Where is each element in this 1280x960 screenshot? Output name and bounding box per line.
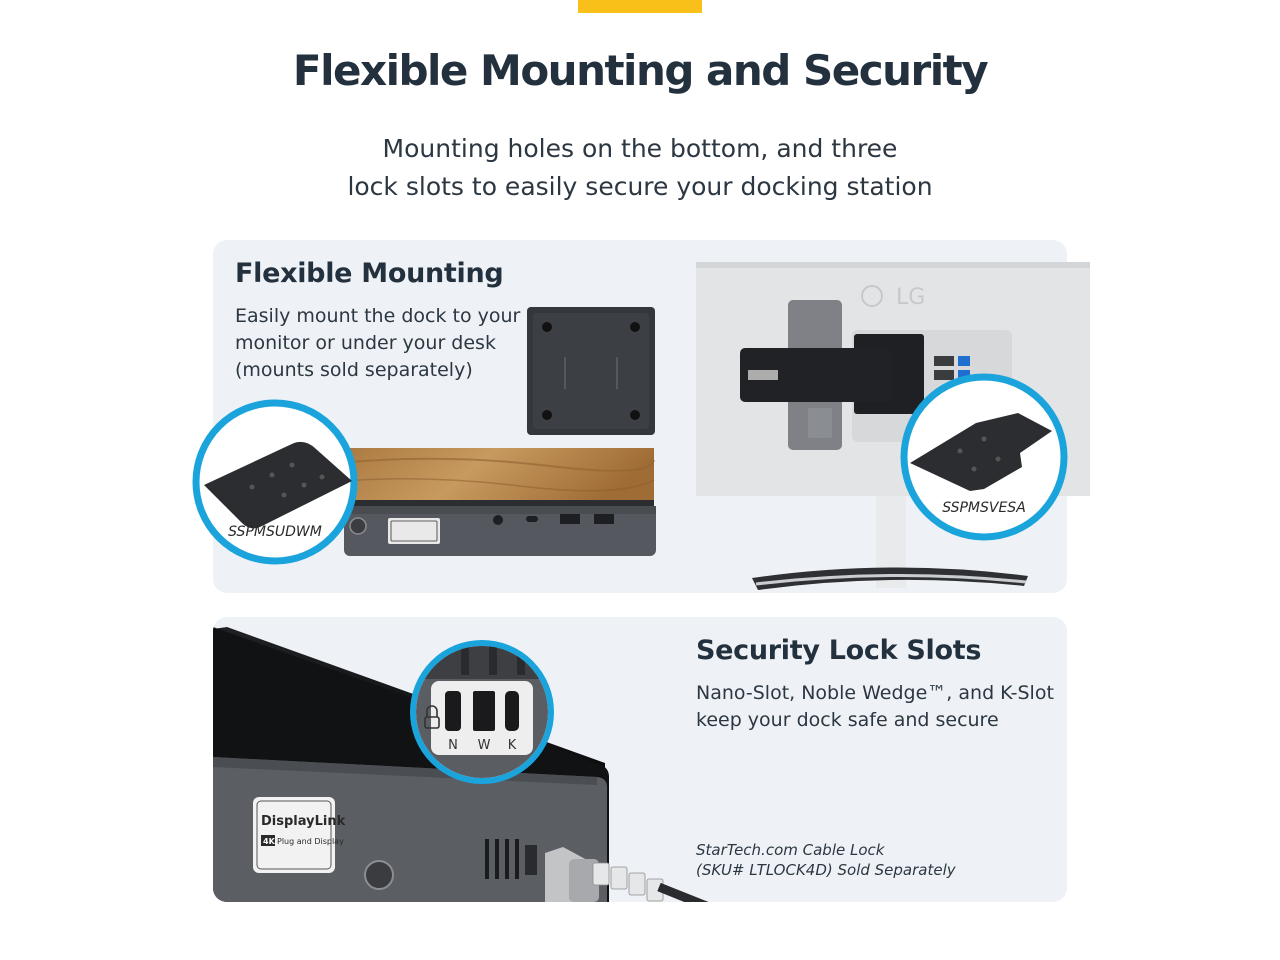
caption-line-2: (SKU# LTLOCK4D) Sold Separately xyxy=(696,861,956,879)
security-lock-description: Nano-Slot, Noble Wedge™, and K-Slot keep… xyxy=(696,680,1054,734)
subtitle-line-2: lock slots to easily secure your docking… xyxy=(347,172,933,201)
dock-bottom-plate-image xyxy=(527,307,655,435)
slot-label-n: N xyxy=(448,738,458,753)
monitor-brand-logo: LG xyxy=(896,285,925,310)
monitor-mounted-dock-image: LG xyxy=(696,262,1090,590)
lock-icon xyxy=(426,705,438,717)
svg-text:4K: 4K xyxy=(263,837,276,846)
mounting-line-3: (mounts sold separately) xyxy=(235,359,473,381)
vesa-mount-callout: SSPMSVESA xyxy=(900,373,1068,541)
page-subtitle: Mounting holes on the bottom, and three … xyxy=(0,130,1280,206)
displaylink-badge: DisplayLink 4K Plug and Display xyxy=(253,797,346,873)
slot-label-w: W xyxy=(478,738,491,753)
lock-slots-callout: N W K xyxy=(410,640,554,784)
subtitle-line-1: Mounting holes on the bottom, and three xyxy=(382,134,898,163)
svg-text:Plug and Display: Plug and Display xyxy=(277,837,344,846)
desk-mount-label: SSPMSUDWM xyxy=(228,524,322,540)
accent-bar xyxy=(578,0,702,13)
caption-line-1: StarTech.com Cable Lock xyxy=(696,841,885,859)
desk-mounted-dock-image xyxy=(329,448,656,556)
page-title: Flexible Mounting and Security xyxy=(292,46,989,95)
mounting-line-1: Easily mount the dock to your xyxy=(235,305,521,327)
slot-label-k: K xyxy=(508,738,517,753)
mounting-line-2: monitor or under your desk xyxy=(235,332,496,354)
flexible-mounting-heading: Flexible Mounting xyxy=(235,258,504,289)
security-lock-heading: Security Lock Slots xyxy=(696,635,982,666)
security-lock-panel: Security Lock Slots Nano-Slot, Noble Wed… xyxy=(213,617,1067,902)
cable-lock-caption: StarTech.com Cable Lock (SKU# LTLOCK4D) … xyxy=(696,840,956,880)
desk-mount-callout: SSPMSUDWM xyxy=(192,399,358,565)
vesa-mount-label: SSPMSVESA xyxy=(942,500,1026,516)
flexible-mounting-description: Easily mount the dock to your monitor or… xyxy=(235,303,520,384)
svg-text:DisplayLink: DisplayLink xyxy=(261,814,346,829)
security-line-2: keep your dock safe and secure xyxy=(696,709,999,731)
security-line-1: Nano-Slot, Noble Wedge™, and K-Slot xyxy=(696,682,1054,704)
